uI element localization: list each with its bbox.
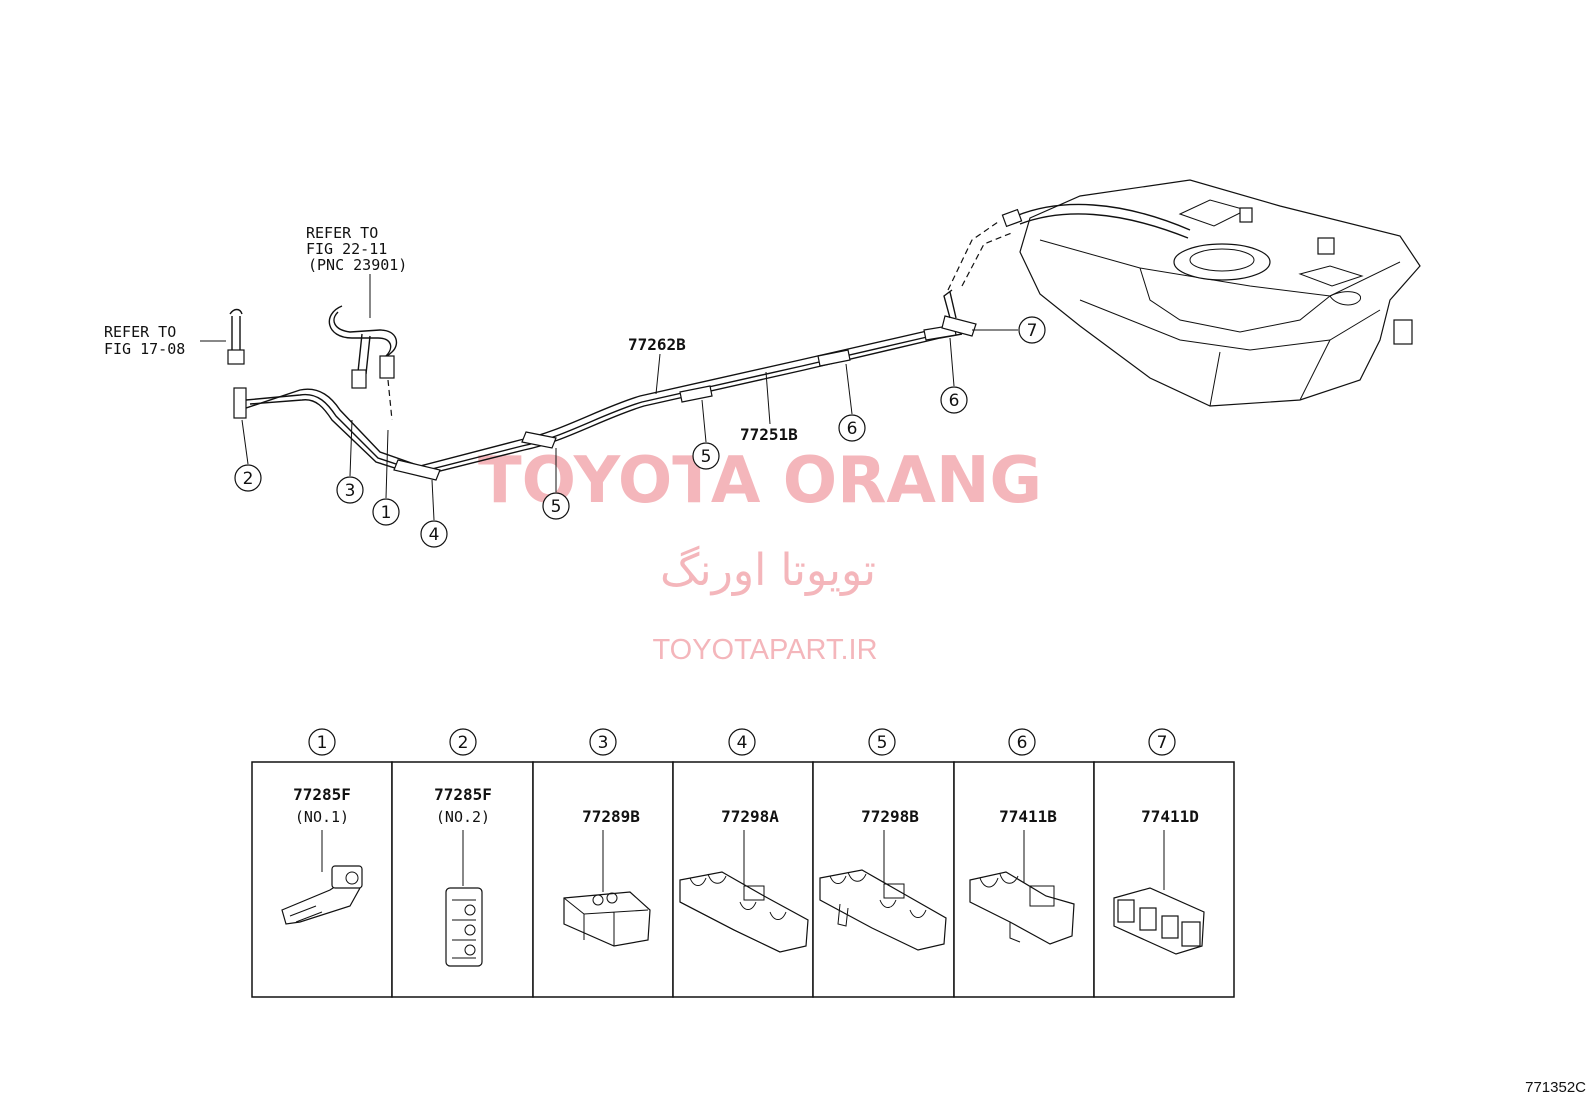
- parts-table: 1 77285F (NO.1) 2 77285F (NO.2): [251, 728, 1235, 998]
- svg-text:1: 1: [381, 503, 392, 523]
- clamp-77289B-icon: [563, 891, 651, 947]
- svg-text:6: 6: [847, 419, 858, 439]
- watermark: TOYOTA ORANG تویوتا اورنگ TOYOTAPART.IR: [478, 444, 1042, 666]
- table-part-number: 77298B: [861, 807, 919, 826]
- callout-5b: 5: [692, 399, 720, 470]
- svg-text:7: 7: [1027, 321, 1038, 341]
- clamp-4: [393, 459, 441, 481]
- filler-hose: [328, 305, 398, 421]
- table-part-number: 77298A: [721, 807, 779, 826]
- svg-text:7: 7: [1157, 733, 1168, 753]
- refer-note-line: FIG 22-11: [306, 240, 387, 258]
- clamp-5b: [679, 385, 713, 403]
- table-column-7: 7 77411D: [1093, 728, 1235, 998]
- svg-text:5: 5: [877, 733, 888, 753]
- svg-text:3: 3: [598, 733, 609, 753]
- svg-text:6: 6: [1017, 733, 1028, 753]
- table-column-5: 5 77298B: [812, 728, 955, 998]
- fuel-filter-connector: [227, 308, 245, 365]
- clamp-no1-icon: [281, 865, 363, 925]
- callout-2: 2: [234, 419, 262, 492]
- refer-note-line: REFER TO: [306, 224, 378, 242]
- callout-6a: 6: [838, 363, 866, 442]
- callout-5a: 5: [542, 448, 570, 520]
- clamp-77298A-icon: [679, 871, 809, 953]
- svg-text:4: 4: [429, 525, 440, 545]
- clamp-77298B-icon: [819, 869, 947, 951]
- callout-7: 7: [972, 316, 1046, 344]
- svg-text:1: 1: [317, 733, 328, 753]
- svg-text:5: 5: [701, 447, 712, 467]
- table-part-sub: (NO.1): [295, 808, 349, 826]
- watermark-title: TOYOTA ORANG: [478, 444, 1042, 518]
- table-column-2: 2 77285F (NO.2): [391, 728, 534, 998]
- refer-note-fig-17-08: REFER TO FIG 17-08: [104, 323, 226, 358]
- clamp-77411D-icon: [1113, 887, 1205, 955]
- part-label-77262B: 77262B: [628, 335, 686, 354]
- part-label-77251B: 77251B: [740, 425, 798, 444]
- clamp-6a: [817, 349, 851, 367]
- refer-note-line: (PNC 23901): [308, 256, 407, 274]
- callout-6b: 6: [940, 337, 968, 414]
- table-part-number: 77285F: [434, 785, 492, 804]
- svg-text:6: 6: [949, 391, 960, 411]
- refer-note-fig-22-11: REFER TO FIG 22-11 (PNC 23901): [306, 224, 407, 318]
- table-part-sub: (NO.2): [436, 808, 490, 826]
- table-column-1: 1 77285F (NO.1): [251, 728, 393, 998]
- table-part-number: 77411B: [999, 807, 1057, 826]
- callout-4: 4: [420, 479, 448, 548]
- refer-note-line: FIG 17-08: [104, 340, 185, 358]
- clamp-no2-icon: [445, 887, 483, 967]
- watermark-persian: تویوتا اورنگ: [660, 545, 876, 596]
- fuel-tank: [1001, 179, 1421, 407]
- fuel-lines: [233, 221, 1015, 481]
- svg-text:5: 5: [551, 497, 562, 517]
- table-column-6: 6 77411B: [953, 728, 1095, 998]
- refer-note-line: REFER TO: [104, 323, 176, 341]
- table-part-number: 77285F: [293, 785, 351, 804]
- svg-text:2: 2: [243, 469, 254, 489]
- callout-1: 1: [372, 429, 400, 526]
- table-column-4: 4 77298A: [672, 728, 814, 998]
- watermark-url: TOYOTAPART.IR: [652, 634, 877, 666]
- svg-text:3: 3: [345, 481, 356, 501]
- svg-text:4: 4: [737, 733, 748, 753]
- clamp-77411B-icon: [969, 871, 1075, 945]
- table-part-number: 77289B: [582, 807, 640, 826]
- table-column-3: 3 77289B: [532, 728, 674, 998]
- callout-3: 3: [336, 419, 364, 504]
- figure-id: 771352C: [1525, 1079, 1586, 1096]
- clamp-7: [941, 315, 977, 337]
- svg-text:2: 2: [458, 733, 469, 753]
- table-part-number: 77411D: [1141, 807, 1199, 826]
- clamp-5a: [521, 431, 557, 449]
